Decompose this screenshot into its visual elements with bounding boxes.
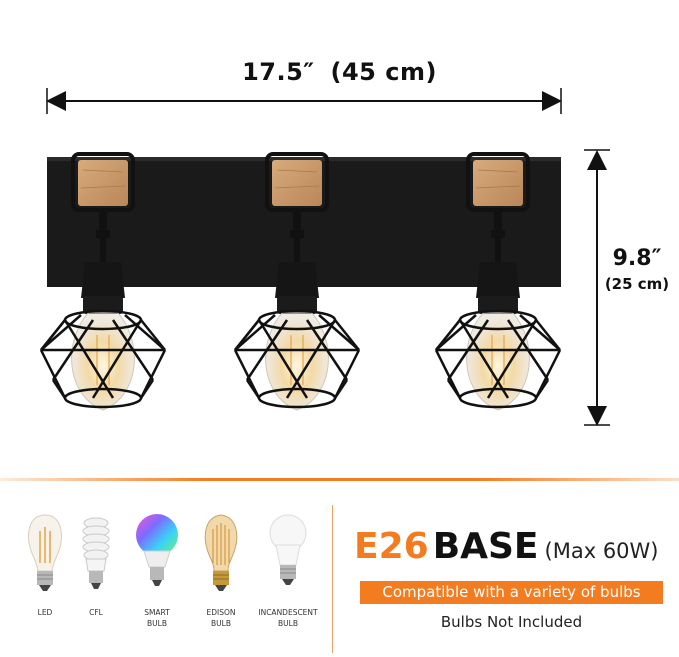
width-cm: (45 cm) (330, 58, 437, 86)
vertical-separator (332, 505, 333, 653)
height-dimension-label: 9.8″ (25 cm) (600, 246, 674, 293)
bulb-compatibility-section: LED CFL (0, 481, 679, 657)
width-inches: 17.5″ (242, 58, 315, 86)
smart-rgb-bulb-icon (136, 514, 178, 586)
incandescent-bulb-icon (269, 514, 307, 585)
bulb-label: SMART BULB (144, 608, 170, 628)
max-wattage: (Max 60W) (544, 539, 659, 563)
bulb-label: EDISON BULB (206, 608, 236, 628)
bulb-type-smart: SMART BULB (124, 511, 190, 629)
bulb-type-cfl: CFL (63, 511, 129, 618)
height-cm: (25 cm) (604, 275, 670, 293)
edison-bulb-icon (204, 514, 238, 591)
base-type-accent: E26 (354, 526, 429, 567)
orange-divider (0, 478, 679, 481)
base-type-word: BASE (432, 526, 539, 567)
bulb-label: INCANDESCENT BULB (258, 608, 318, 628)
width-dimension-label: 17.5″ (45 cm) (0, 58, 679, 86)
bulb-type-edison: EDISON BULB (188, 511, 254, 629)
product-illustration (39, 88, 610, 426)
led-filament-bulb-icon (28, 514, 62, 591)
bulbs-not-included-note: Bulbs Not Included (440, 613, 583, 631)
bulb-label: CFL (89, 608, 103, 617)
bulb-type-led: LED (12, 511, 78, 618)
wall-sconce-image (39, 88, 610, 426)
bulb-type-incandescent: INCANDESCENT BULB (250, 511, 326, 629)
cfl-spiral-bulb-icon (82, 517, 110, 589)
height-inches: 9.8″ (612, 246, 662, 271)
bulb-label: LED (37, 608, 53, 617)
compatibility-banner: Compatible with a variety of bulbs (360, 581, 663, 604)
